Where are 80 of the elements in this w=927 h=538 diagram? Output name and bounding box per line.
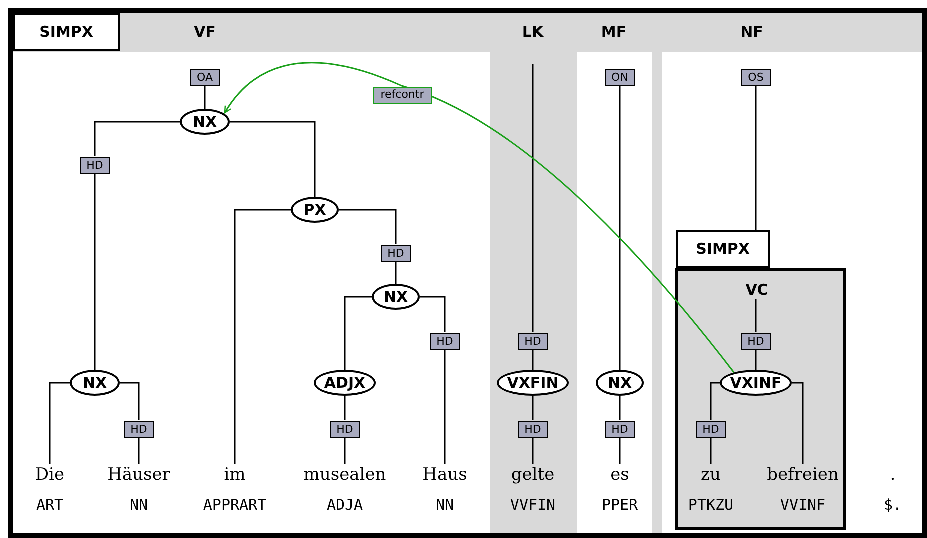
word: befreien bbox=[766, 464, 840, 486]
tree-line bbox=[444, 350, 446, 464]
tree-line bbox=[619, 396, 621, 420]
function-label: HD bbox=[430, 332, 460, 350]
function-label: HD bbox=[330, 420, 360, 438]
pos-tag: APPRART bbox=[190, 494, 280, 516]
pos-tag: NN bbox=[94, 494, 184, 516]
phrase-node: NX bbox=[180, 109, 230, 135]
phrase-node: ADJX bbox=[314, 370, 376, 396]
function-label: OS bbox=[741, 68, 771, 86]
pos-tag: NN bbox=[400, 494, 490, 516]
tree-line bbox=[710, 382, 720, 420]
field-label: NF bbox=[740, 22, 764, 43]
tree-line bbox=[755, 299, 757, 332]
tree-line bbox=[344, 396, 346, 420]
function-label: HD bbox=[741, 332, 771, 350]
reference-arrow bbox=[224, 62, 735, 374]
function-label: HD bbox=[518, 420, 548, 438]
tree-line bbox=[94, 174, 96, 370]
word: Haus bbox=[422, 464, 468, 486]
word: es bbox=[610, 464, 630, 486]
field-label: SIMPX bbox=[38, 22, 94, 43]
tree-line bbox=[710, 438, 712, 464]
clause-label: SIMPX bbox=[676, 230, 770, 268]
pos-tag: PPER bbox=[575, 494, 665, 516]
tree-line bbox=[230, 121, 316, 197]
tree-line bbox=[420, 296, 446, 332]
tree-line bbox=[532, 438, 534, 464]
tree-line bbox=[532, 64, 534, 332]
function-label: HD bbox=[605, 420, 635, 438]
tree-line bbox=[755, 350, 757, 370]
pos-tag: PTKZU bbox=[666, 494, 756, 516]
tree-line bbox=[532, 396, 534, 420]
phrase-node: VXFIN bbox=[497, 370, 569, 396]
function-label: HD bbox=[696, 420, 726, 438]
function-label: HD bbox=[124, 420, 154, 438]
word: Häuser bbox=[106, 464, 172, 486]
phrase-node: NX bbox=[372, 284, 420, 310]
word: musealen bbox=[302, 464, 388, 486]
tree-line bbox=[619, 86, 621, 370]
word: Die bbox=[34, 464, 66, 486]
tree-line bbox=[344, 438, 346, 464]
word: gelte bbox=[510, 464, 556, 486]
tree-line bbox=[344, 296, 372, 370]
tree-line bbox=[204, 86, 206, 109]
verb-complex-panel bbox=[675, 268, 846, 530]
pos-tag: VVFIN bbox=[488, 494, 578, 516]
tree-line bbox=[49, 382, 70, 464]
pos-tag: ART bbox=[5, 494, 95, 516]
phrase-node: PX bbox=[291, 197, 339, 223]
word: zu bbox=[700, 464, 722, 486]
tree-line bbox=[755, 86, 757, 230]
tree-line bbox=[619, 438, 621, 464]
word: . bbox=[889, 464, 897, 486]
field-label: VC bbox=[744, 281, 770, 299]
phrase-node: VXINF bbox=[720, 370, 792, 396]
pos-tag: VVINF bbox=[758, 494, 848, 516]
phrase-node: NX bbox=[596, 370, 644, 396]
function-label: HD bbox=[518, 332, 548, 350]
pos-tag: ADJA bbox=[300, 494, 390, 516]
function-label: HD bbox=[80, 156, 110, 174]
sentence-frame bbox=[8, 8, 927, 538]
tree-line bbox=[395, 262, 397, 284]
field-label: LK bbox=[521, 22, 545, 43]
pos-tag: $. bbox=[848, 494, 927, 516]
tree-line bbox=[138, 438, 140, 464]
edge-label: refcontr bbox=[373, 87, 432, 104]
tree-line bbox=[120, 382, 140, 420]
function-label: HD bbox=[381, 244, 411, 262]
tree-line bbox=[792, 382, 804, 464]
word: im bbox=[223, 464, 247, 486]
field-label: VF bbox=[193, 22, 217, 43]
tree-line bbox=[339, 209, 397, 244]
field-label: MF bbox=[600, 22, 628, 43]
tree-line bbox=[234, 209, 291, 464]
tree-line bbox=[532, 350, 534, 370]
tree-line bbox=[94, 121, 180, 156]
function-label: ON bbox=[605, 68, 635, 86]
phrase-node: NX bbox=[70, 370, 120, 396]
function-label: OA bbox=[190, 68, 220, 86]
